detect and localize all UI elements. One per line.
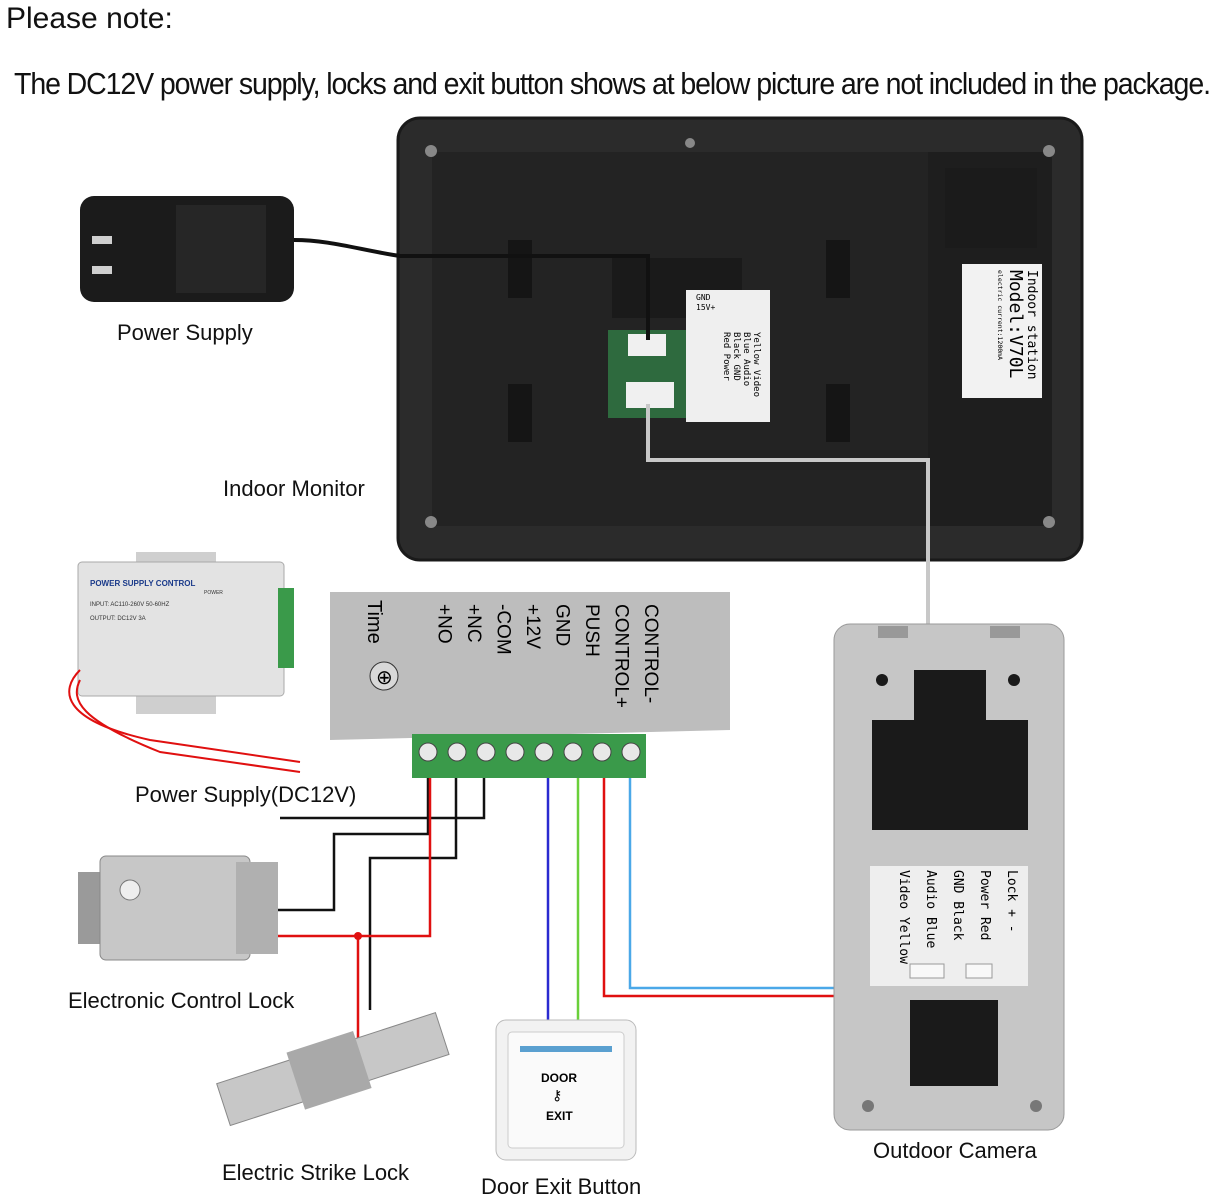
port-label-row: Black GND <box>731 332 741 381</box>
terminal-label: +NO <box>434 604 455 644</box>
port-label-row: Blue Audio <box>741 332 751 386</box>
wiring-diagram: GND 15V+ Yellow Video Blue Audio Black G… <box>68 116 1084 1161</box>
port-label-row: Yellow Video <box>751 332 761 397</box>
outdoor-camera: Lock + - Power Red GND Black Audio Blue Vide… <box>833 623 1065 1131</box>
port-label-gnd: GND <box>696 293 711 302</box>
time-label: Time <box>363 600 385 644</box>
terminal-screw-icon <box>447 742 467 762</box>
power-adapter <box>80 196 650 340</box>
adjust-icon: ⊕ <box>376 667 393 689</box>
terminal-screw-icon <box>418 742 438 762</box>
adapter-cable <box>293 238 650 340</box>
terminal-label: +12V <box>522 604 543 649</box>
label-indoor-monitor: Indoor Monitor <box>223 476 365 501</box>
terminal-label: PUSH <box>581 604 602 657</box>
port-label-row: Red Power <box>721 332 731 381</box>
terminal-label: GND <box>552 604 573 646</box>
door-exit-button: DOOR ⚷ EXIT <box>495 1019 637 1161</box>
key-icon: ⚷ <box>552 1087 562 1103</box>
note-text: The DC12V power supply, locks and exit b… <box>14 66 1210 101</box>
electric-strike-lock <box>216 1011 450 1127</box>
terminal-label: -COM <box>493 604 514 655</box>
indoor-monitor: GND 15V+ Yellow Video Blue Audio Black G… <box>396 116 1084 562</box>
psu-small-output: OUTPUT: DC12V 3A <box>90 616 146 622</box>
terminal-screw-icon <box>534 742 554 762</box>
port-label-15v: 15V+ <box>696 303 715 312</box>
note-title: Please note: <box>6 2 173 35</box>
model-sticker <box>962 264 1042 398</box>
terminal-screw-icon <box>505 742 525 762</box>
screw-icon <box>425 145 437 157</box>
label-outdoor-camera: Outdoor Camera <box>873 1138 1037 1163</box>
control-box: CONTROL- CONTROL+ PUSH GND +12V -COM +NC +NO Ti… <box>330 592 730 778</box>
label-door-exit-button: Door Exit Button <box>481 1174 642 1199</box>
terminal-screw-icon <box>563 742 583 762</box>
screw-icon <box>1043 516 1055 528</box>
psu-small-power: POWER <box>204 590 223 596</box>
label-electronic-control-lock: Electronic Control Lock <box>68 988 295 1013</box>
model-sticker-line3: electric current:1200mA <box>996 270 1004 360</box>
electronic-control-lock <box>78 855 278 961</box>
screw-icon <box>425 516 437 528</box>
model-sticker-line2: Model:V70L <box>1005 270 1026 379</box>
camera-panel-label: Power Red <box>977 870 992 940</box>
camera-panel-label: GND Black <box>950 870 965 941</box>
label-power-supply: Power Supply <box>117 320 253 345</box>
terminal-label: CONTROL- <box>640 604 661 703</box>
camera-panel-label: Video Yellow <box>896 870 911 964</box>
screw-icon <box>1043 145 1055 157</box>
psu-small-title: POWER SUPPLY CONTROL <box>90 579 195 588</box>
psu-small-input: INPUT: AC110-260V 50-60HZ <box>90 602 170 608</box>
terminal-screw-icon <box>592 742 612 762</box>
terminal-label: +NC <box>463 604 484 643</box>
terminal-label: CONTROL+ <box>611 604 632 708</box>
label-power-supply-dc12v: Power Supply(DC12V) <box>135 782 357 807</box>
terminal-screw-icon <box>476 742 496 762</box>
speaker-grill <box>945 168 1037 248</box>
port-label-sticker <box>686 290 770 422</box>
label-electric-strike-lock: Electric Strike Lock <box>222 1160 410 1185</box>
model-sticker-line1: Indoor station <box>1024 270 1039 380</box>
terminal-screw-icon <box>621 742 641 762</box>
exit-button-exit: EXIT <box>546 1109 573 1123</box>
psu-small: POWER SUPPLY CONTROL INPUT: AC110-260V 5… <box>68 552 301 773</box>
camera-panel-label: Lock + - <box>1004 870 1019 933</box>
camera-panel-label: Audio Blue <box>923 870 938 948</box>
exit-button-door: DOOR <box>541 1071 577 1085</box>
screw-icon <box>685 138 695 148</box>
